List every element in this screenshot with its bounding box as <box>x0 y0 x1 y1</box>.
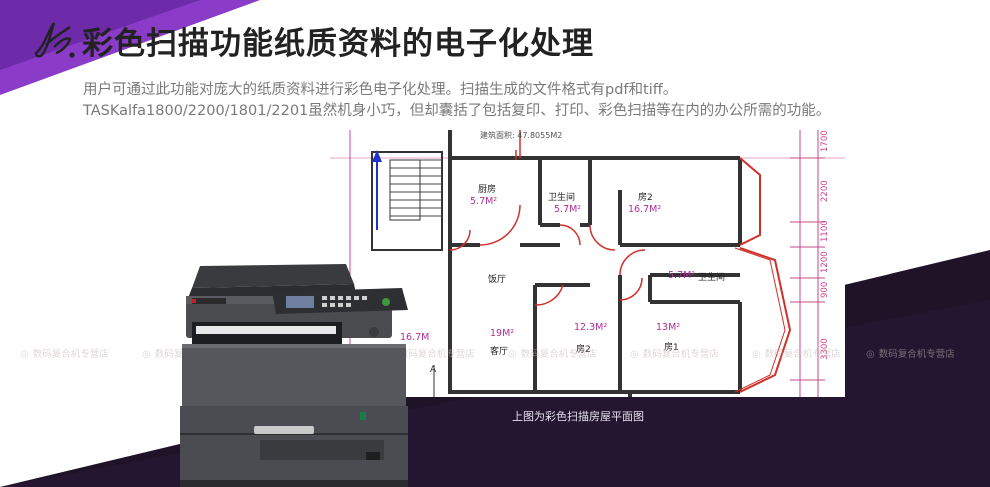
room-area-kitchen: 5.7M² <box>470 196 498 207</box>
watermark: 数码复合机专营店 <box>508 346 597 360</box>
room-label-bathroom-1: 卫生间 <box>548 193 576 203</box>
room-label-room2-top: 房2 <box>638 193 653 203</box>
dimension-1200: 1200 <box>820 251 830 273</box>
printer-image <box>180 264 408 487</box>
room-area-dining: 19M² <box>490 328 515 339</box>
room-area-bathroom-1: 5.7M² <box>554 204 582 215</box>
watermark-row: 数码复合机专营店 数码复合机专营店 数码复合机专营店 数码复合机专营店 数码复合… <box>0 346 990 362</box>
description-line-2: TASKalfa1800/2200/1801/2201虽然机身小巧，但却囊括了包… <box>83 103 831 119</box>
page-title: 彩色扫描功能纸质资料的电子化处理 <box>82 26 594 62</box>
room-label-living: 客厅 <box>490 347 509 357</box>
description: 用户可通过此功能对庞大的纸质资料进行彩色电子化处理。扫描生成的文件格式有pdf和… <box>83 80 830 122</box>
watermark: 数码复合机专营店 <box>386 346 475 360</box>
room-label-kitchen: 厨房 <box>478 185 497 195</box>
room-area-living: 16.7M <box>400 332 430 343</box>
dimension-1700: 1700 <box>820 130 830 152</box>
room-area-room2-bottom: 12.3M² <box>574 322 608 333</box>
description-line-1: 用户可通过此功能对庞大的纸质资料进行彩色电子化处理。扫描生成的文件格式有pdf和… <box>83 82 678 98</box>
plan-area-note: 建筑面积: 47.8055M2 <box>480 131 563 140</box>
watermark: 数码复合机专营店 <box>752 346 841 360</box>
image-caption: 上图为彩色扫描房屋平面图 <box>512 410 644 423</box>
dimension-1100: 1100 <box>820 220 830 242</box>
svg-text:A: A <box>430 365 437 375</box>
watermark: 数码复合机专营店 <box>20 346 109 360</box>
dimension-900: 900 <box>820 281 830 298</box>
room-area-room2-top: 16.7M² <box>628 204 662 215</box>
purple-corner-decoration <box>0 0 260 95</box>
script-logo-icon <box>34 22 75 58</box>
watermark: 数码复合机专营店 <box>866 346 955 360</box>
room-area-room1: 13M² <box>656 322 681 333</box>
room-label-bathroom-2: 卫生间 <box>698 273 726 283</box>
room-area-bathroom-2: 5.7M² <box>668 270 696 281</box>
watermark: 数码复合机专营店 <box>630 346 719 360</box>
room-label-dining: 饭厅 <box>488 275 507 285</box>
dimension-2200: 2200 <box>820 180 830 202</box>
